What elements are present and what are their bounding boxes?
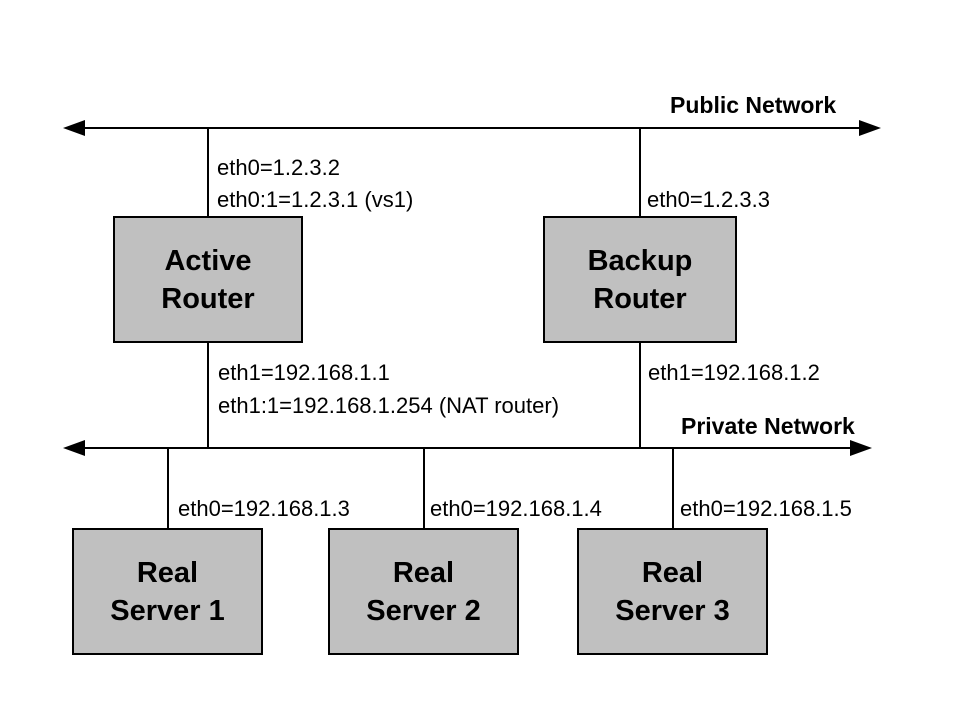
real-server-3-name-line1: Real [641,556,704,589]
active-router-eth1-alias-label: eth1:1=192.168.1.254 (NAT router) [218,393,560,418]
real-server-1-name-line2: Server 1 [110,594,225,627]
real-server-1-name-line1: Real [136,556,199,589]
backup-router-eth1-label: eth1=192.168.1.2 [648,360,820,385]
real-server-2-name-line1: Real [392,556,455,589]
private-network-line [70,447,860,449]
active-router-name-line2: Router [161,282,255,315]
real-server-2-eth0-label: eth0=192.168.1.4 [430,496,602,521]
real-server-1-node: Real Server 1 [72,528,263,655]
arrowhead-left-icon [63,440,85,456]
backup-router-name-line1: Backup [587,244,693,277]
real-server-1-eth0-label: eth0=192.168.1.3 [178,496,350,521]
public-network-line [70,127,870,129]
real-server-2-link [423,448,425,528]
backup-router-eth0-label: eth0=1.2.3.3 [647,187,770,212]
real-server-3-name-line2: Server 3 [615,594,730,627]
real-server-1-link [167,448,169,528]
real-server-2-name-line2: Server 2 [366,594,481,627]
private-network-label: Private Network [681,413,855,439]
backup-router-name-line2: Router [593,282,687,315]
active-router-eth0-alias-label: eth0:1=1.2.3.1 (vs1) [217,187,414,212]
active-router-eth1-label: eth1=192.168.1.1 [218,360,390,385]
backup-router-private-link [639,343,641,448]
active-router-eth0-label: eth0=1.2.3.2 [217,155,340,180]
real-server-2-node: Real Server 2 [328,528,519,655]
arrowhead-right-icon [859,120,881,136]
active-router-private-link [207,343,209,448]
real-server-3-node: Real Server 3 [577,528,768,655]
active-router-name-line1: Active [164,244,252,277]
active-router-node: Active Router [113,216,303,343]
arrowhead-left-icon [63,120,85,136]
real-server-3-eth0-label: eth0=192.168.1.5 [680,496,852,521]
active-router-public-link [207,128,209,216]
real-server-3-link [672,448,674,528]
public-network-label: Public Network [670,92,837,118]
arrowhead-right-icon [850,440,872,456]
backup-router-node: Backup Router [543,216,737,343]
backup-router-public-link [639,128,641,216]
